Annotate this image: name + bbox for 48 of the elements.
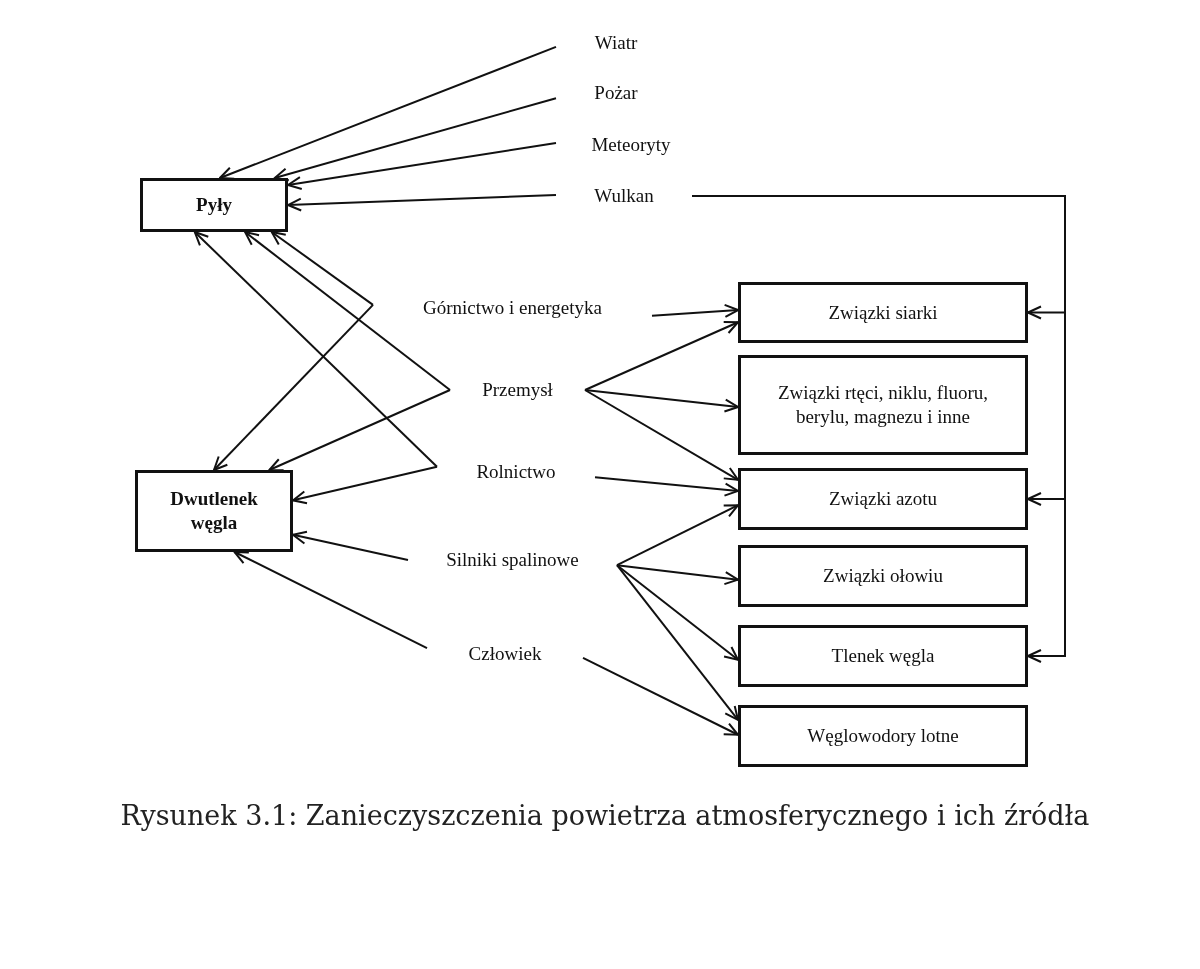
source-label: Wiatr (594, 31, 638, 55)
arrow (213, 303, 374, 471)
arrow (292, 530, 409, 561)
box-label: Związki rtęci, niklu, fluoru, berylu, magnezu i inne (777, 381, 989, 429)
arrow (584, 389, 739, 413)
pollutant-box (738, 545, 1028, 607)
box-label: Związki siarki (828, 300, 938, 325)
arrow (584, 321, 739, 391)
box-label: Pyły (196, 193, 232, 217)
source-label: Przemysł (482, 378, 553, 402)
pollutant-box (738, 705, 1028, 767)
source-label: Człowiek (468, 642, 542, 666)
arrow (616, 564, 739, 586)
pollutant-box (738, 468, 1028, 530)
box-label: Dwutlenek węgla (169, 487, 259, 535)
box-label: Tlenek węgla (831, 644, 935, 668)
arrow (218, 45, 557, 180)
arrow (270, 231, 374, 306)
pollutant-box (140, 178, 288, 232)
arrow (582, 656, 739, 736)
arrow (616, 564, 739, 661)
arrow (651, 303, 739, 318)
arrow (616, 564, 739, 721)
arrow (193, 231, 438, 468)
source-label: Górnictwo i energetyka (422, 296, 602, 320)
pollutant-box (738, 625, 1028, 687)
box-label: Węglowodory lotne (807, 724, 959, 748)
source-label: Rolnictwo (476, 460, 556, 484)
arrow (268, 389, 451, 472)
box-label: Związki azotu (828, 487, 938, 511)
arrow (233, 551, 428, 649)
arrow (616, 504, 739, 567)
source-label: Silniki spalinowe (446, 548, 579, 572)
arrow (594, 476, 739, 497)
arrow (287, 141, 557, 190)
source-label: Pożar (594, 81, 638, 105)
source-label: Wulkan (594, 184, 654, 208)
arrow (244, 231, 451, 391)
arrow (287, 193, 557, 212)
arrow (691, 195, 1066, 663)
pollutant-box (135, 470, 293, 552)
figure-caption: Rysunek 3.1: Zanieczyszczenia powietrza atmosferycznego i ich źródła (119, 800, 1091, 831)
pollutant-box (738, 282, 1028, 343)
source-label: Meteoryty (591, 133, 671, 157)
pollutant-box (738, 355, 1028, 455)
arrow (584, 389, 739, 481)
box-label: Związki ołowiu (823, 564, 943, 588)
arrow (292, 465, 438, 505)
